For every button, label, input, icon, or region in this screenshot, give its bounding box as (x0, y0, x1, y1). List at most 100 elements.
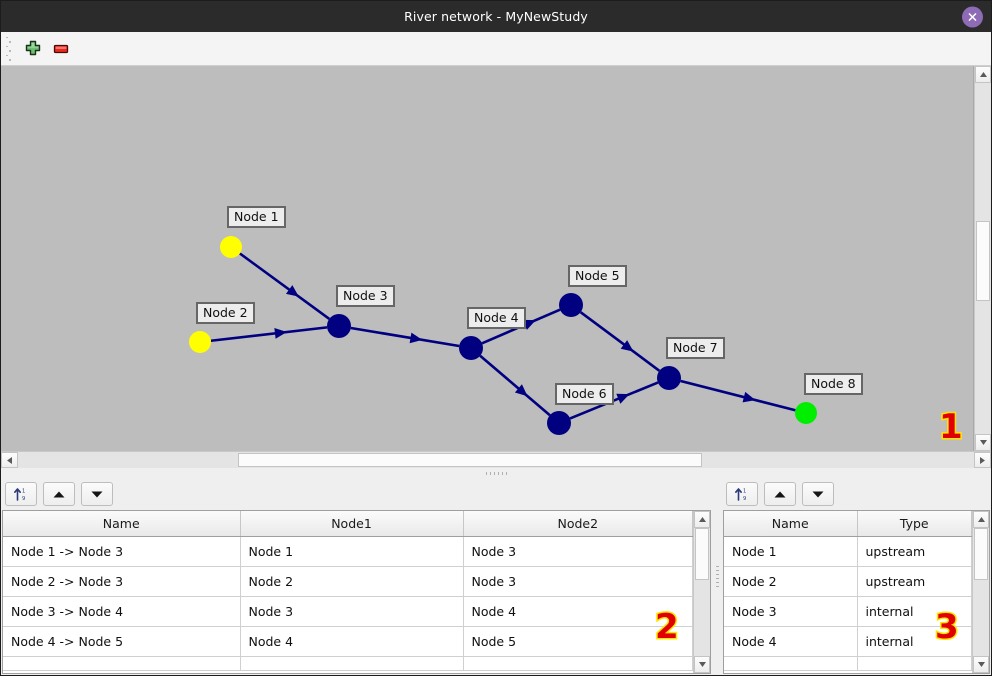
node-table-column-header-type[interactable]: Type (857, 511, 972, 537)
title-bar: River network - MyNewStudy (1, 1, 991, 32)
graph-vscroll-track[interactable] (975, 83, 991, 434)
graph-node-label-node-8[interactable]: Node 8 (804, 373, 863, 395)
scroll-up-arrow-icon[interactable] (973, 511, 989, 528)
splitter-grip-icon (715, 566, 719, 587)
reach-toolbar: 1 9 (1, 478, 712, 510)
table-cell[interactable]: Node 3 (724, 596, 858, 627)
table-cell[interactable]: internal (857, 626, 972, 657)
table-cell[interactable]: Node 4 (463, 596, 694, 627)
add-plus-icon[interactable] (19, 36, 47, 62)
graph-node-label-node-4[interactable]: Node 4 (467, 307, 526, 329)
node-table-column-header-name[interactable]: Name (724, 511, 858, 537)
node-table-scrollbar[interactable] (972, 511, 989, 673)
scroll-down-arrow-icon[interactable] (694, 656, 710, 673)
table-cell[interactable]: Node 5 (463, 626, 694, 657)
table-row-empty[interactable] (3, 656, 694, 671)
arrow-up-icon[interactable] (43, 482, 75, 506)
arrow-down-icon[interactable] (802, 482, 834, 506)
graph-hscroll-thumb[interactable] (238, 453, 702, 467)
graph-horizontal-scrollbar[interactable] (1, 451, 991, 468)
table-cell[interactable]: Node 2 (724, 566, 858, 597)
svg-text:1: 1 (22, 489, 25, 495)
table-cell[interactable]: Node 2 -> Node 3 (3, 566, 241, 597)
table-cell[interactable]: Node 3 (240, 596, 464, 627)
table-cell-empty[interactable] (724, 656, 858, 671)
table-cell-empty[interactable] (463, 656, 694, 671)
sort-ascending-icon[interactable]: 1 9 (726, 482, 758, 506)
scroll-right-arrow-icon[interactable] (974, 452, 991, 468)
graph-node-label-node-2[interactable]: Node 2 (196, 302, 255, 324)
graph-hscroll-track[interactable] (18, 452, 974, 468)
table-cell-empty[interactable] (857, 656, 972, 671)
table-cell[interactable]: Node 1 -> Node 3 (3, 536, 241, 567)
scroll-up-arrow-icon[interactable] (975, 66, 991, 83)
delete-rect-icon[interactable] (47, 36, 75, 62)
arrow-up-icon[interactable] (764, 482, 796, 506)
close-icon[interactable] (962, 6, 983, 27)
svg-text:9: 9 (22, 496, 25, 502)
table-cell[interactable]: internal (857, 596, 972, 627)
river-network-canvas[interactable]: Node 1 Node 2 Node 3 Node 4 Node 5 Node 6 Node… (1, 66, 974, 451)
splitter-grip-icon (485, 471, 507, 475)
table-cell-empty[interactable] (240, 656, 464, 671)
table-cell-empty[interactable] (3, 656, 241, 671)
scroll-down-arrow-icon[interactable] (975, 434, 991, 451)
graph-view: Node 1 Node 2 Node 3 Node 4 Node 5 Node 6 Node… (1, 66, 991, 468)
reach-table-scrollbar[interactable] (693, 511, 710, 673)
reach-scroll-track[interactable] (694, 528, 710, 656)
reach-table-column-header-name[interactable]: Name (3, 511, 241, 537)
node-scroll-thumb[interactable] (974, 528, 988, 580)
graph-node-label-node-7[interactable]: Node 7 (666, 337, 725, 359)
table-cell[interactable]: upstream (857, 536, 972, 567)
table-cell[interactable]: Node 3 (463, 566, 694, 597)
arrow-down-icon[interactable] (81, 482, 113, 506)
table-cell[interactable]: Node 3 (463, 536, 694, 567)
horizontal-splitter[interactable] (1, 468, 991, 478)
table-row-empty[interactable] (724, 656, 972, 671)
table-cell[interactable]: Node 4 (724, 626, 858, 657)
reach-scroll-thumb[interactable] (695, 528, 710, 580)
scroll-down-arrow-icon[interactable] (973, 656, 989, 673)
vertical-splitter[interactable] (712, 478, 722, 675)
annotation-marker-2: 2 (654, 607, 681, 647)
annotation-marker-3: 3 (934, 607, 961, 647)
graph-vertical-scrollbar[interactable] (974, 66, 991, 451)
graph-node-label-node-5[interactable]: Node 5 (568, 265, 627, 287)
svg-text:1: 1 (743, 489, 746, 495)
graph-node-label-node-6[interactable]: Node 6 (555, 383, 614, 405)
graph-node-label-node-3[interactable]: Node 3 (336, 285, 395, 307)
graph-vscroll-thumb[interactable] (976, 221, 990, 301)
reach-table-column-header-node2[interactable]: Node2 (463, 511, 694, 537)
table-cell[interactable]: Node 4 -> Node 5 (3, 626, 241, 657)
toolbar-drag-handle[interactable] (5, 36, 13, 61)
table-cell[interactable]: Node 2 (240, 566, 464, 597)
table-cell[interactable]: Node 4 (240, 626, 464, 657)
table-cell[interactable]: Node 1 (724, 536, 858, 567)
main-toolbar (1, 32, 991, 66)
node-scroll-track[interactable] (973, 528, 989, 656)
reach-table-column-header-node1[interactable]: Node1 (240, 511, 464, 537)
table-cell[interactable]: upstream (857, 566, 972, 597)
scroll-up-arrow-icon[interactable] (694, 511, 710, 528)
table-cell[interactable]: Node 1 (240, 536, 464, 567)
sort-ascending-icon[interactable]: 1 9 (5, 482, 37, 506)
graph-node-label-node-1[interactable]: Node 1 (227, 206, 286, 228)
window-title: River network - MyNewStudy (404, 9, 588, 24)
table-cell[interactable]: Node 3 -> Node 4 (3, 596, 241, 627)
scroll-left-arrow-icon[interactable] (1, 452, 18, 468)
svg-text:9: 9 (743, 496, 746, 502)
annotation-marker-1: 1 (938, 407, 965, 447)
